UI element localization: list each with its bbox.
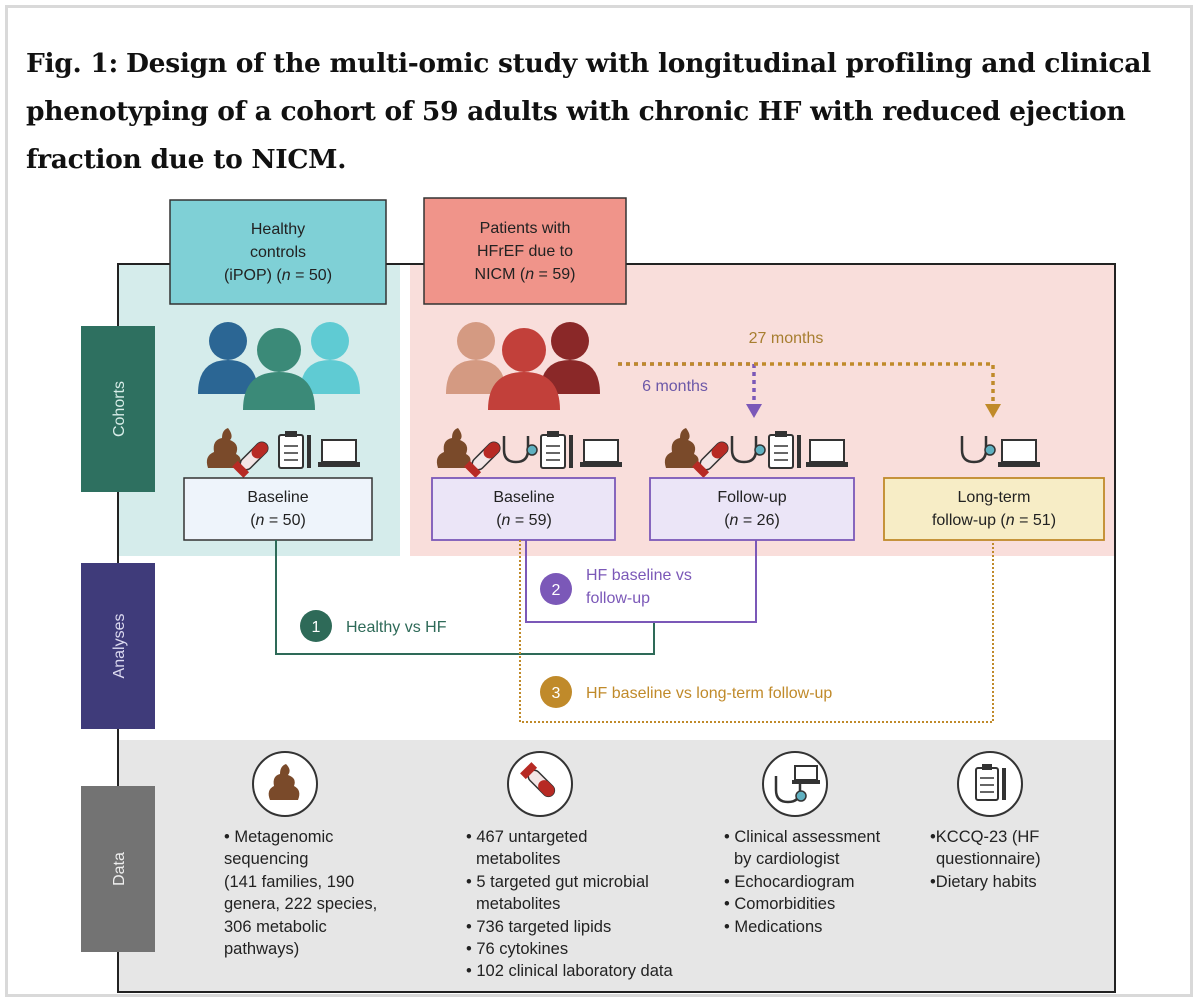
clipboard-icon — [957, 751, 1023, 817]
healthy-sample-icons — [206, 428, 360, 478]
patients-header — [423, 197, 627, 305]
list-item: • 736 targeted lipids — [466, 918, 611, 936]
hf-baseline-sample-icons — [436, 428, 622, 478]
analysis-1-badge — [300, 610, 332, 642]
healthy-line2: controls — [250, 244, 306, 261]
list-item: genera, 222 species, — [224, 895, 377, 913]
blood-tube-icon — [507, 751, 573, 817]
figure-frame — [5, 5, 1193, 997]
healthy-line1: Healthy — [251, 221, 305, 238]
figure-label: Fig. 1: — [26, 48, 118, 79]
analysis-3-label: HF baseline vs long-term follow-up — [586, 685, 832, 702]
list-item: • 467 untargeted — [466, 828, 587, 846]
list-item: questionnaire) — [936, 850, 1041, 868]
metagenomics-list: • Metagenomic sequencing (141 families, … — [224, 828, 377, 958]
list-item: sequencing — [224, 850, 308, 868]
list-item: • Metagenomic — [224, 828, 333, 846]
list-item: • 76 cytokines — [466, 940, 568, 958]
analysis-1-label: Healthy vs HF — [346, 619, 447, 636]
analyses-bar — [81, 563, 155, 729]
analysis-2-number: 2 — [552, 582, 561, 599]
six-month-arrowhead — [746, 404, 762, 418]
healthy-baseline-label: Baseline — [247, 489, 308, 506]
analyses-bar-label: Analyses — [111, 614, 128, 679]
healthy-controls-header — [169, 199, 387, 305]
healthy-line3: (iPOP) (n = 50) — [224, 267, 332, 284]
twenty-seven-months-label: 27 months — [749, 330, 824, 347]
list-item: 306 metabolic — [224, 918, 327, 936]
analysis-2-connector — [525, 540, 757, 623]
analysis-3-badge — [540, 676, 572, 708]
analysis-3-connector — [519, 540, 994, 723]
healthy-baseline-n: (n = 50) — [250, 512, 306, 529]
stethoscope-laptop-icon — [762, 751, 828, 817]
data-bar — [81, 786, 155, 952]
longterm-box — [883, 477, 1105, 541]
long-term-arrowhead — [985, 404, 1001, 418]
list-item: • 5 targeted gut microbial — [466, 873, 649, 891]
figure-caption: Design of the multi-omic study with long… — [26, 48, 1151, 175]
hf-baseline-box — [431, 477, 616, 541]
cohorts-bar-label: Cohorts — [111, 381, 128, 437]
followup-n: (n = 26) — [724, 512, 780, 529]
clinical-list: • Clinical assessment by cardiologist • … — [724, 828, 881, 936]
list-item: metabolites — [476, 895, 560, 913]
analysis-1-connector — [275, 540, 655, 655]
six-months-label: 6 months — [642, 378, 708, 395]
figure-title: Fig. 1:Design of the multi-omic study wi… — [26, 40, 1176, 184]
followup-label: Follow-up — [717, 489, 786, 506]
analysis-3-number: 3 — [552, 685, 561, 702]
followup-box — [649, 477, 855, 541]
list-item: •KCCQ-23 (HF — [930, 828, 1039, 846]
analysis-1-number: 1 — [312, 619, 321, 636]
hf-baseline-n: (n = 59) — [496, 512, 552, 529]
list-item: •Dietary habits — [930, 873, 1037, 891]
list-item: • Medications — [724, 918, 822, 936]
questionnaire-list: •KCCQ-23 (HF questionnaire) •Dietary hab… — [930, 828, 1041, 891]
list-item: • 102 clinical laboratory data — [466, 962, 673, 980]
list-item: • Comorbidities — [724, 895, 835, 913]
patients-line1: Patients with — [480, 220, 571, 237]
analysis-2-label-line2: follow-up — [586, 590, 650, 607]
longterm-n: follow-up (n = 51) — [932, 512, 1056, 529]
analysis-2-label-line1: HF baseline vs — [586, 567, 692, 584]
patients-people-icon — [446, 322, 600, 410]
followup-sample-icons — [664, 428, 848, 478]
healthy-baseline-box — [183, 477, 373, 541]
patients-line2: HFrEF due to — [477, 243, 573, 260]
list-item: • Clinical assessment — [724, 828, 881, 846]
longterm-sample-icons — [960, 436, 1040, 467]
healthy-people-icon — [198, 322, 360, 410]
data-bar-label: Data — [111, 852, 128, 886]
analysis-2-badge — [540, 573, 572, 605]
stool-icon — [252, 751, 318, 817]
list-item: pathways) — [224, 940, 299, 958]
hf-baseline-label: Baseline — [493, 489, 554, 506]
list-item: (141 families, 190 — [224, 873, 354, 891]
list-item: by cardiologist — [734, 850, 840, 868]
cohorts-bar — [81, 326, 155, 492]
metabolomics-list: • 467 untargeted metabolites • 5 targete… — [466, 828, 673, 980]
longterm-label: Long-term — [958, 489, 1031, 506]
patients-line3: NICM (n = 59) — [475, 266, 576, 283]
list-item: • Echocardiogram — [724, 873, 855, 891]
list-item: metabolites — [476, 850, 560, 868]
